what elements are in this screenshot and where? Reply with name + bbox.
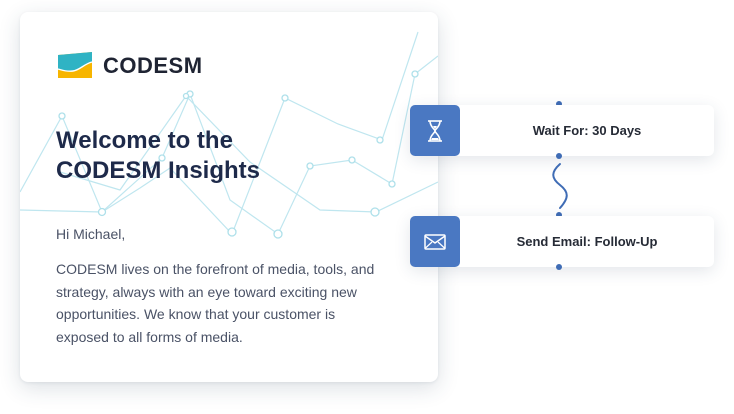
step-label: Send Email: Follow-Up	[516, 234, 658, 249]
brand-name: CODESM	[103, 53, 203, 78]
envelope-icon	[424, 233, 446, 250]
email-body-text: CODESM lives on the forefront of media, …	[56, 261, 375, 345]
brand-logo: CODESM	[56, 52, 203, 80]
headline-line-1: Welcome to the	[56, 127, 233, 154]
hourglass-icon	[428, 119, 442, 142]
connector-dot	[556, 153, 562, 159]
workflow-step-wait[interactable]: Wait For: 30 Days	[410, 105, 714, 156]
email-preview-card: CODESM Welcome to the CODESM Insights Hi…	[20, 12, 438, 382]
email-greeting: Hi Michael,	[56, 226, 126, 242]
step-label: Wait For: 30 Days	[532, 123, 642, 138]
workflow-step-send-email[interactable]: Send Email: Follow-Up	[410, 216, 714, 267]
connector-dot-top	[556, 101, 562, 107]
squiggle-connector	[552, 163, 568, 209]
connector-dot-bottom	[556, 264, 562, 270]
connector-dot	[556, 212, 562, 218]
step-icon-box	[410, 105, 460, 156]
step-icon-box	[410, 216, 460, 267]
decorative-line-graph	[20, 31, 438, 239]
logo-mark-icon	[57, 52, 93, 78]
headline-line-2: CODESM Insights	[56, 157, 261, 184]
email-headline: Welcome to the CODESM Insights	[56, 126, 356, 186]
